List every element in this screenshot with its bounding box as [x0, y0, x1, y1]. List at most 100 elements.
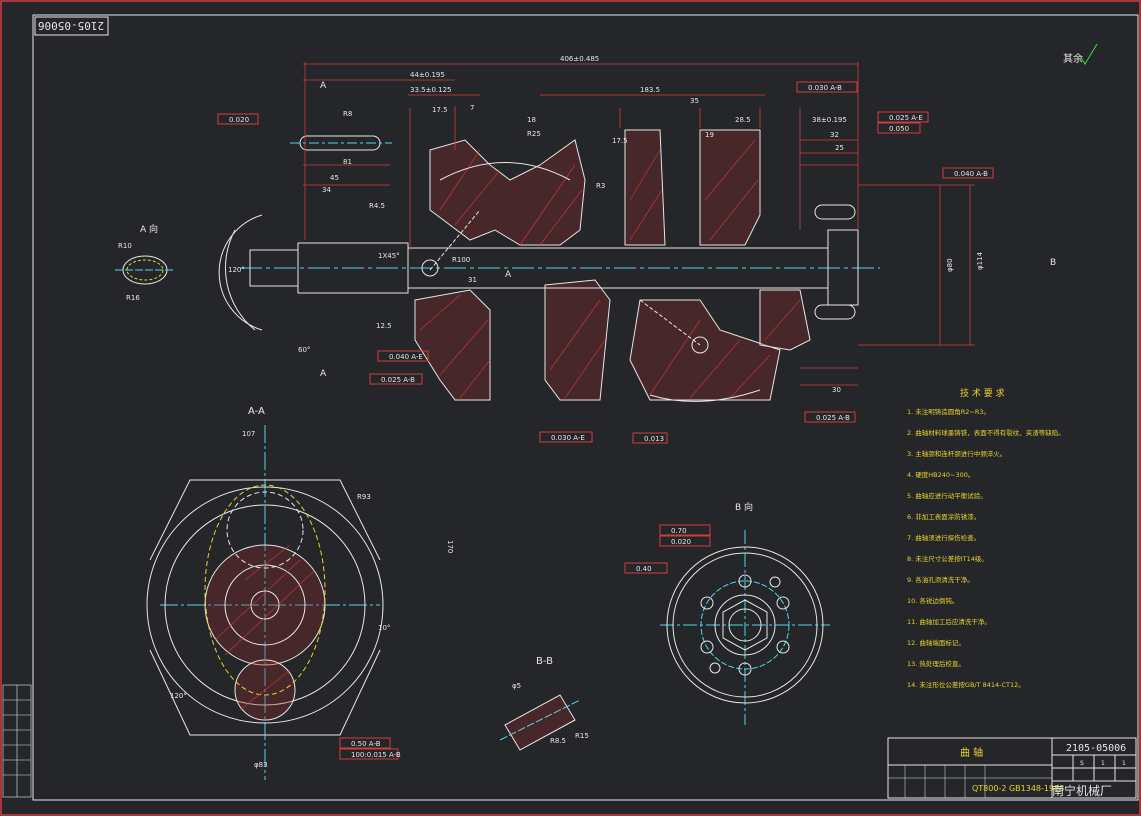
view-b: B 向 0.70 0.020 0.40 — [624, 501, 830, 725]
web-mid-top — [624, 129, 666, 246]
web-left-bottom — [414, 289, 491, 401]
dim-d29: 60° — [298, 346, 310, 354]
web-right-top — [699, 129, 761, 246]
dim-d35: R15 — [575, 732, 589, 740]
web-right-flange — [759, 289, 811, 351]
dim-d9: 38±0.195 — [812, 116, 847, 124]
view-b-label: B 向 — [735, 501, 753, 513]
inner-border — [32, 14, 1139, 801]
dim-d25: 107 — [242, 430, 255, 438]
tol-t4: 0.040 A-B — [954, 170, 988, 178]
dim-d26: 170 — [446, 540, 454, 553]
crankpin-top — [226, 491, 304, 569]
tech-req-item: 13. 热处理后校直。 — [907, 659, 965, 668]
dim-d13: 17.5 — [612, 137, 628, 145]
dim-d5: 18 — [527, 116, 536, 124]
section-bb-view: B-B φ5 R15 R8.5 — [499, 656, 589, 751]
tol-t9b: 0.020 — [671, 538, 691, 546]
dim-d10: 32 — [830, 131, 839, 139]
tech-req-item: 9. 各油孔须清洗干净。 — [907, 575, 974, 584]
tol-t11: 100:0.015 A-B — [351, 751, 401, 759]
section-bb-label: B-B — [536, 656, 553, 667]
tol-t9: 0.020 — [229, 116, 249, 124]
dim-d11: 25 — [835, 144, 844, 152]
dim-d8: 28.5 — [735, 116, 751, 124]
tech-requirements: 技 术 要 求 1. 未注明铸造圆角R2~R3。 2. 曲轴材料球墨铸铁，表面不得… — [907, 387, 1065, 689]
dim-d34: φ80 — [946, 258, 954, 272]
dim-d4: 7 — [470, 104, 474, 112]
dim-d2: 33.5±0.125 — [410, 86, 452, 94]
dim-d3: 17.5 — [432, 106, 448, 114]
title-block: 曲 轴 2105-05006 QT800-2 GB1348-1988 南宁机械厂… — [887, 737, 1137, 799]
tol-t1: 0.030 A-B — [808, 84, 842, 92]
dim-d37: φ5 — [512, 682, 521, 690]
dim-d7: 35 — [690, 97, 699, 105]
tech-req-item: 11. 曲轴加工后应清洗干净。 — [907, 617, 991, 626]
tech-req-item: 14. 未注形位公差按GB/T 8414-CT12。 — [907, 680, 1025, 689]
tol-t8b: 0.025 A-B — [381, 376, 415, 384]
dim-d16: 81 — [343, 158, 352, 166]
tech-req-item: 10. 各锐边倒钝。 — [907, 596, 958, 605]
revision-column — [2, 684, 32, 798]
dim-d36: R8.5 — [550, 737, 566, 745]
dim-120: 120° — [170, 692, 187, 700]
dim-d19: R8 — [343, 110, 352, 118]
tol-t13: 0.40 — [636, 565, 652, 573]
oil-hole-right — [691, 336, 709, 354]
dim-d27: R93 — [357, 493, 371, 501]
tech-req-item: 1. 未注明铸造圆角R2~R3。 — [907, 407, 990, 416]
rotated-drawing-number: 2105-05006 — [38, 19, 104, 32]
rotated-number-box: 2105-05006 — [34, 16, 109, 36]
tech-req-item: 8. 未注尺寸公差按IT14级。 — [907, 554, 988, 563]
part-name: 曲 轴 — [960, 746, 983, 759]
dim-d32: 1X45° — [378, 252, 400, 260]
tech-req-item: 5. 曲轴应进行动平衡试验。 — [907, 491, 987, 500]
web-left-top — [429, 139, 586, 246]
tech-req-item: 4. 硬度HB240~300。 — [907, 470, 974, 479]
main-dim-lines — [303, 62, 975, 386]
tech-req-title: 技 术 要 求 — [960, 387, 1005, 399]
tol-t10: 0.50 A-B — [351, 740, 381, 748]
surface-finish-note: 其余 — [1063, 52, 1083, 65]
section-aa-label: A-A — [248, 406, 265, 417]
tech-req-item: 3. 主轴颈和连杆颈进行中频淬火。 — [907, 449, 1006, 458]
web-right-bottom — [629, 299, 781, 401]
section-arrow-a-mid: A — [505, 270, 512, 280]
tol-t3: 0.050 — [889, 125, 909, 133]
dim-d22: R4.5 — [369, 202, 385, 210]
tol-t2: 0.025 A-E — [889, 114, 923, 122]
tech-req-item: 6. 非加工表面涂防锈漆。 — [907, 512, 980, 521]
view-a: A 向 R10 R16 — [115, 223, 175, 302]
main-view — [218, 129, 880, 402]
section-arrow-b: B — [1050, 258, 1056, 268]
dim-d24: 12.5 — [376, 322, 392, 330]
dim-d39: 10° — [378, 624, 390, 632]
dim-d38: φ83 — [254, 761, 268, 769]
dim-d33: φ114 — [976, 251, 984, 270]
oil-hole-left — [421, 259, 439, 277]
scale-cell-2: 1 — [1122, 760, 1126, 767]
tech-req-item: 12. 曲轴端面标记。 — [907, 638, 965, 647]
left-end-nose — [249, 249, 299, 287]
dim-d20: R25 — [527, 130, 541, 138]
tol-t5: 0.040 A-E — [389, 353, 423, 361]
tech-req-item: 7. 曲轴须进行探伤检查。 — [907, 533, 980, 542]
dim-d28: 120° — [228, 266, 245, 274]
tol-t7: 0.013 — [644, 435, 664, 443]
dim-d23: R3 — [596, 182, 605, 190]
tol-t6: 0.030 A-E — [551, 434, 585, 442]
tech-req-item: 2. 曲轴材料球墨铸铁，表面不得有裂纹、夹渣等缺陷。 — [907, 428, 1065, 437]
dim-d21: R100 — [452, 256, 470, 264]
tol-t8: 0.025 A-B — [816, 414, 850, 422]
title-drawing-number: 2105-05006 — [1066, 743, 1126, 754]
dim-d30: R10 — [118, 242, 132, 250]
dim-d14: 45 — [330, 174, 339, 182]
section-aa-view: A-A 107 170 R93 10° φ83 120° 0.50 A-B 10… — [146, 406, 454, 780]
dim-d6: 183.5 — [640, 86, 660, 94]
material-spec: QT800-2 GB1348-1988 — [972, 784, 1064, 793]
scale-cell-0: S — [1080, 760, 1084, 767]
scale-cell-1: 1 — [1101, 760, 1105, 767]
dim-d12: 19 — [705, 131, 714, 139]
dim-d17: 31 — [468, 276, 477, 284]
